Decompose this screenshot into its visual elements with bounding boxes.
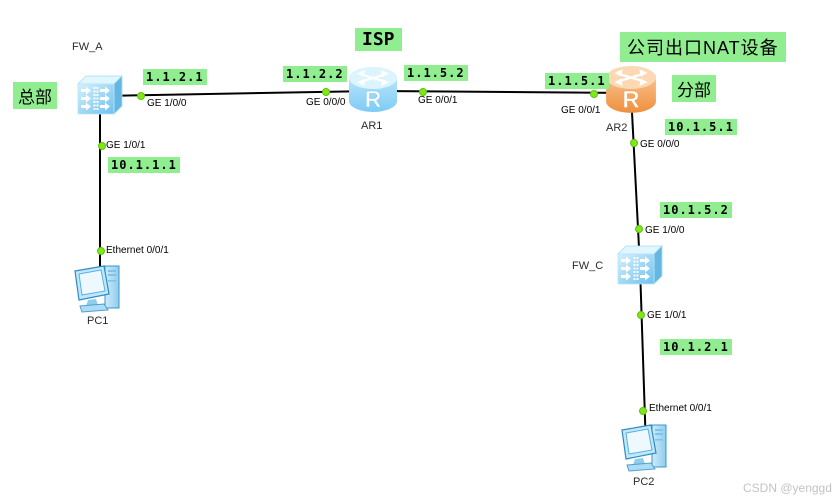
if-label-fwc-ge101: GE 1/0/1 bbox=[647, 310, 687, 321]
if-label-pc2-eth: Ethernet 0/0/1 bbox=[649, 403, 712, 414]
link-ar1-ar2 bbox=[372, 90, 632, 94]
ip-label-ar2-ge000: 10.1.5.1 bbox=[665, 119, 737, 135]
interface-dot-fwa-ge101 bbox=[98, 142, 106, 150]
link-fwc-pc2 bbox=[639, 266, 647, 450]
device-name-fw-a: FW_A bbox=[72, 41, 103, 53]
interface-dot-ar1-ge001 bbox=[419, 88, 427, 96]
pc-icon bbox=[74, 265, 120, 313]
device-name-ar2: AR2 bbox=[606, 122, 628, 134]
device-fw-a[interactable] bbox=[76, 73, 124, 119]
router-icon: R bbox=[606, 66, 656, 114]
ip-label-ar1-ge001: 1.1.5.2 bbox=[404, 65, 468, 81]
link-ar2-fwc bbox=[630, 92, 641, 268]
device-name-pc1: PC1 bbox=[87, 315, 109, 327]
pc-icon bbox=[621, 424, 667, 472]
ip-label-ar2-ge001: 1.1.5.1 bbox=[545, 73, 609, 89]
interface-dot-ar2-ge001 bbox=[590, 90, 598, 98]
device-pc2[interactable] bbox=[617, 420, 675, 476]
svg-text:R: R bbox=[622, 87, 639, 114]
firewall-icon bbox=[617, 245, 663, 285]
device-pc1[interactable] bbox=[70, 262, 128, 316]
interface-dot-fwa-ge100 bbox=[137, 92, 145, 100]
interface-dot-fwc-ge101 bbox=[637, 311, 645, 319]
router-icon: R bbox=[349, 67, 397, 112]
device-name-ar1: AR1 bbox=[361, 120, 383, 132]
svg-text:R: R bbox=[365, 86, 382, 112]
if-label-fwa-ge100: GE 1/0/0 bbox=[147, 98, 187, 109]
if-label-ar1-ge000: GE 0/0/0 bbox=[306, 97, 346, 108]
zone-label-headquarters: 总部 bbox=[13, 82, 57, 109]
interface-dot-pc2-eth bbox=[639, 407, 647, 415]
if-label-pc1-eth: Ethernet 0/0/1 bbox=[106, 245, 169, 256]
ip-label-fwc-ge100: 10.1.5.2 bbox=[660, 202, 732, 218]
device-name-pc2: PC2 bbox=[633, 476, 655, 488]
ip-label-ar1-ge000: 1.1.2.2 bbox=[283, 66, 347, 82]
interface-dot-ar2-ge000 bbox=[630, 139, 638, 147]
if-label-ar2-ge000: GE 0/0/0 bbox=[640, 139, 680, 150]
device-name-fw-c: FW_C bbox=[572, 260, 604, 272]
if-label-fwc-ge100: GE 1/0/0 bbox=[645, 225, 685, 236]
ip-label-fwa-ge101: 10.1.1.1 bbox=[108, 157, 180, 173]
device-ar1[interactable]: R bbox=[347, 65, 399, 115]
device-ar2[interactable]: R bbox=[604, 64, 658, 116]
interface-dot-fwc-ge100 bbox=[635, 225, 643, 233]
ip-label-fwc-ge101: 10.1.2.1 bbox=[660, 339, 732, 355]
if-label-ar2-ge001: GE 0/0/1 bbox=[561, 105, 601, 116]
device-fw-c[interactable] bbox=[616, 243, 664, 289]
ip-label-fwa-ge100: 1.1.2.1 bbox=[143, 69, 207, 85]
zone-label-isp: ISP bbox=[355, 28, 402, 51]
firewall-icon bbox=[77, 75, 123, 115]
if-label-fwa-ge101: GE 1/0/1 bbox=[106, 140, 146, 151]
zone-label-branch: 分部 bbox=[672, 75, 716, 102]
if-label-ar1-ge001: GE 0/0/1 bbox=[418, 95, 458, 106]
zone-label-nat-device: 公司出口NAT设备 bbox=[620, 32, 786, 62]
interface-dot-ar1-ge000 bbox=[322, 88, 330, 96]
watermark: CSDN @yenggd bbox=[743, 481, 832, 495]
interface-dot-pc1-eth bbox=[97, 247, 105, 255]
